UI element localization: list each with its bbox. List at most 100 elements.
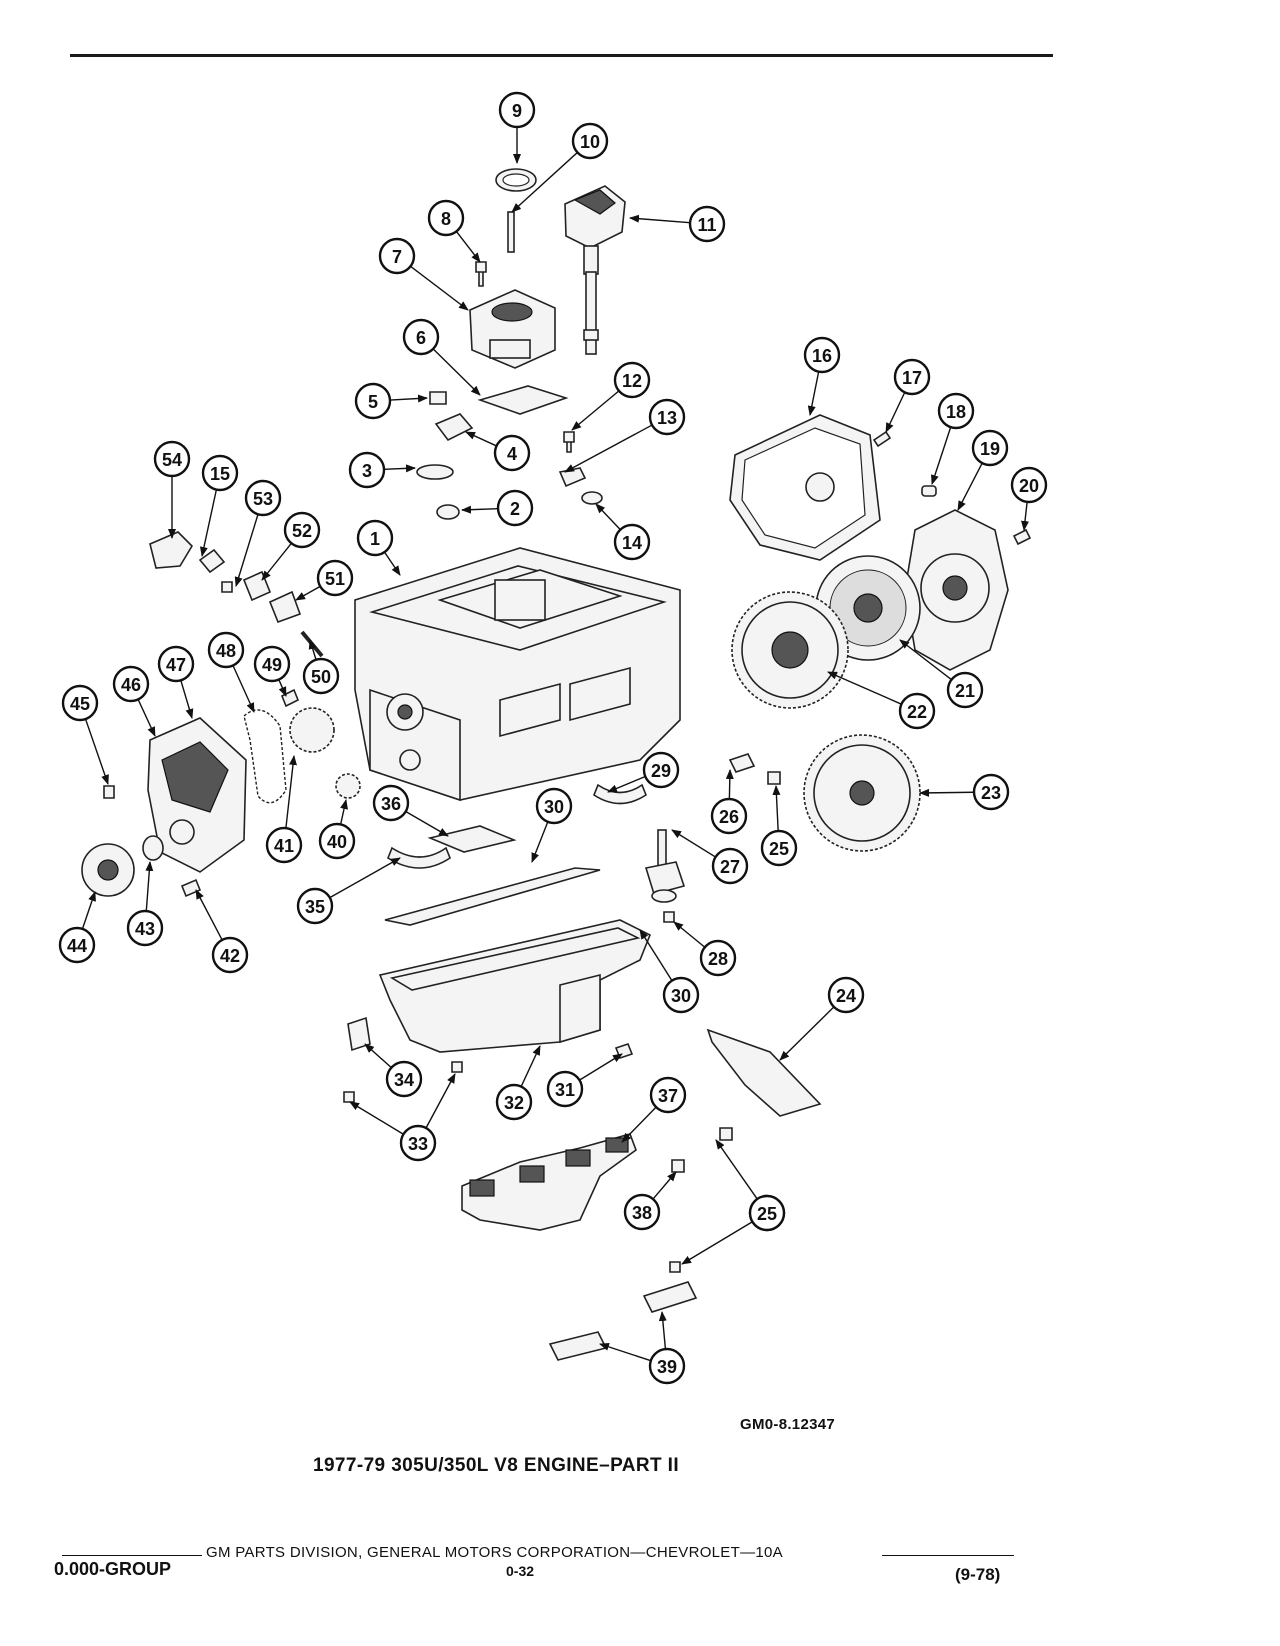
callout-label: 25 <box>769 839 789 859</box>
part-20-bolt <box>1012 528 1032 546</box>
callout-label: 34 <box>394 1070 414 1090</box>
callout-label: 27 <box>720 857 740 877</box>
callout-label: 30 <box>544 797 564 817</box>
callout-label: 7 <box>392 247 402 267</box>
part-28-bolt <box>663 911 675 923</box>
callout-label: 18 <box>946 402 966 422</box>
callout-32: 32 <box>495 1083 533 1121</box>
leader-line-30 <box>639 929 673 981</box>
callout-29: 29 <box>642 751 680 789</box>
callout-17: 17 <box>893 358 931 396</box>
callout-label: 33 <box>408 1134 428 1154</box>
top-rule <box>70 54 1053 57</box>
callout-label: 44 <box>67 936 87 956</box>
callout-label: 47 <box>166 655 186 675</box>
callout-20: 20 <box>1010 466 1048 504</box>
callout-13: 13 <box>648 398 686 436</box>
part-16-bellhousing <box>729 414 881 561</box>
leader-line-28 <box>673 921 706 948</box>
callout-3: 3 <box>348 451 386 489</box>
footer-page-number: 0-32 <box>506 1563 535 1579</box>
callout-48: 48 <box>207 631 245 669</box>
page-footer: GM PARTS DIVISION, GENERAL MOTORS CORPOR… <box>52 1543 1014 1603</box>
part-52-plate <box>242 570 272 602</box>
callout-2: 2 <box>496 489 534 527</box>
engine-parts-illustration <box>81 168 1032 1361</box>
callout-5: 5 <box>354 382 392 420</box>
callout-51: 51 <box>316 559 354 597</box>
leader-line-13 <box>564 424 653 473</box>
leader-line-50 <box>308 639 317 660</box>
callout-label: 40 <box>327 832 347 852</box>
callout-label: 6 <box>416 328 426 348</box>
part-53-bolt <box>221 581 233 593</box>
callout-label: 35 <box>305 897 325 917</box>
callout-label: 8 <box>441 209 451 229</box>
part-43-seal <box>142 835 164 861</box>
leader-line-30 <box>531 821 549 863</box>
leader-line-41 <box>285 755 297 829</box>
callout-15: 15 <box>201 454 239 492</box>
part-18-dowel-pin <box>921 485 937 497</box>
part-24-cover <box>706 1028 822 1117</box>
leader-line-39 <box>599 1343 652 1362</box>
part-48-timing-chain <box>243 709 287 804</box>
callout-52: 52 <box>283 511 321 549</box>
part-25-bolt-b <box>719 1127 733 1141</box>
callout-label: 3 <box>362 461 372 481</box>
leader-line-33 <box>349 1101 404 1135</box>
leader-line-23 <box>919 788 975 797</box>
leader-line-43 <box>145 861 154 912</box>
leader-line-25 <box>715 1139 758 1200</box>
callout-49: 49 <box>253 645 291 683</box>
part-22-flywheel <box>731 591 849 709</box>
part-45-bolt <box>103 785 115 799</box>
leader-line-5 <box>389 394 428 403</box>
callout-label: 24 <box>836 986 856 1006</box>
callout-label: 37 <box>658 1086 678 1106</box>
callout-39: 39 <box>648 1347 686 1385</box>
callout-leader-lines <box>81 127 1029 1362</box>
leader-line-18 <box>931 426 952 485</box>
part-39-shield-a <box>642 1281 698 1313</box>
leader-line-37 <box>621 1106 657 1143</box>
leader-line-31 <box>579 1053 623 1081</box>
callout-7: 7 <box>378 237 416 275</box>
callout-34: 34 <box>385 1060 423 1098</box>
callout-label: 39 <box>657 1357 677 1377</box>
part-33-bolt-b <box>451 1061 463 1073</box>
callout-18: 18 <box>937 392 975 430</box>
part-37-exhaust-manifold <box>461 1133 637 1231</box>
callout-label: 54 <box>162 450 182 470</box>
leader-line-2 <box>461 505 499 514</box>
leader-line-24 <box>779 1006 835 1061</box>
leader-line-6 <box>432 348 481 396</box>
part-19-pressure-plate <box>904 509 1009 671</box>
callout-43: 43 <box>126 909 164 947</box>
callout-label: 16 <box>812 346 832 366</box>
leader-line-11 <box>629 214 691 224</box>
footer-rule-right <box>882 1555 1014 1556</box>
callout-label: 10 <box>580 132 600 152</box>
callout-label: 22 <box>907 702 927 722</box>
callout-label: 50 <box>311 667 331 687</box>
leader-line-7 <box>410 265 469 311</box>
callout-12: 12 <box>613 361 651 399</box>
callout-label: 46 <box>121 675 141 695</box>
leader-line-15 <box>199 489 218 557</box>
callout-25: 25 <box>748 1194 786 1232</box>
leader-line-32 <box>520 1045 541 1087</box>
leader-line-19 <box>957 462 983 511</box>
callout-label: 41 <box>274 836 294 856</box>
part-36-bearing-cap <box>427 825 517 853</box>
callout-36: 36 <box>372 784 410 822</box>
part-6-gasket <box>477 385 569 415</box>
part-35-bearing <box>387 846 451 869</box>
callout-label: 15 <box>210 464 230 484</box>
callout-28: 28 <box>699 939 737 977</box>
callout-11: 11 <box>688 205 726 243</box>
callout-41: 41 <box>265 826 303 864</box>
part-4-thermostat-housing <box>434 413 474 442</box>
part-15-bracket <box>198 548 226 574</box>
